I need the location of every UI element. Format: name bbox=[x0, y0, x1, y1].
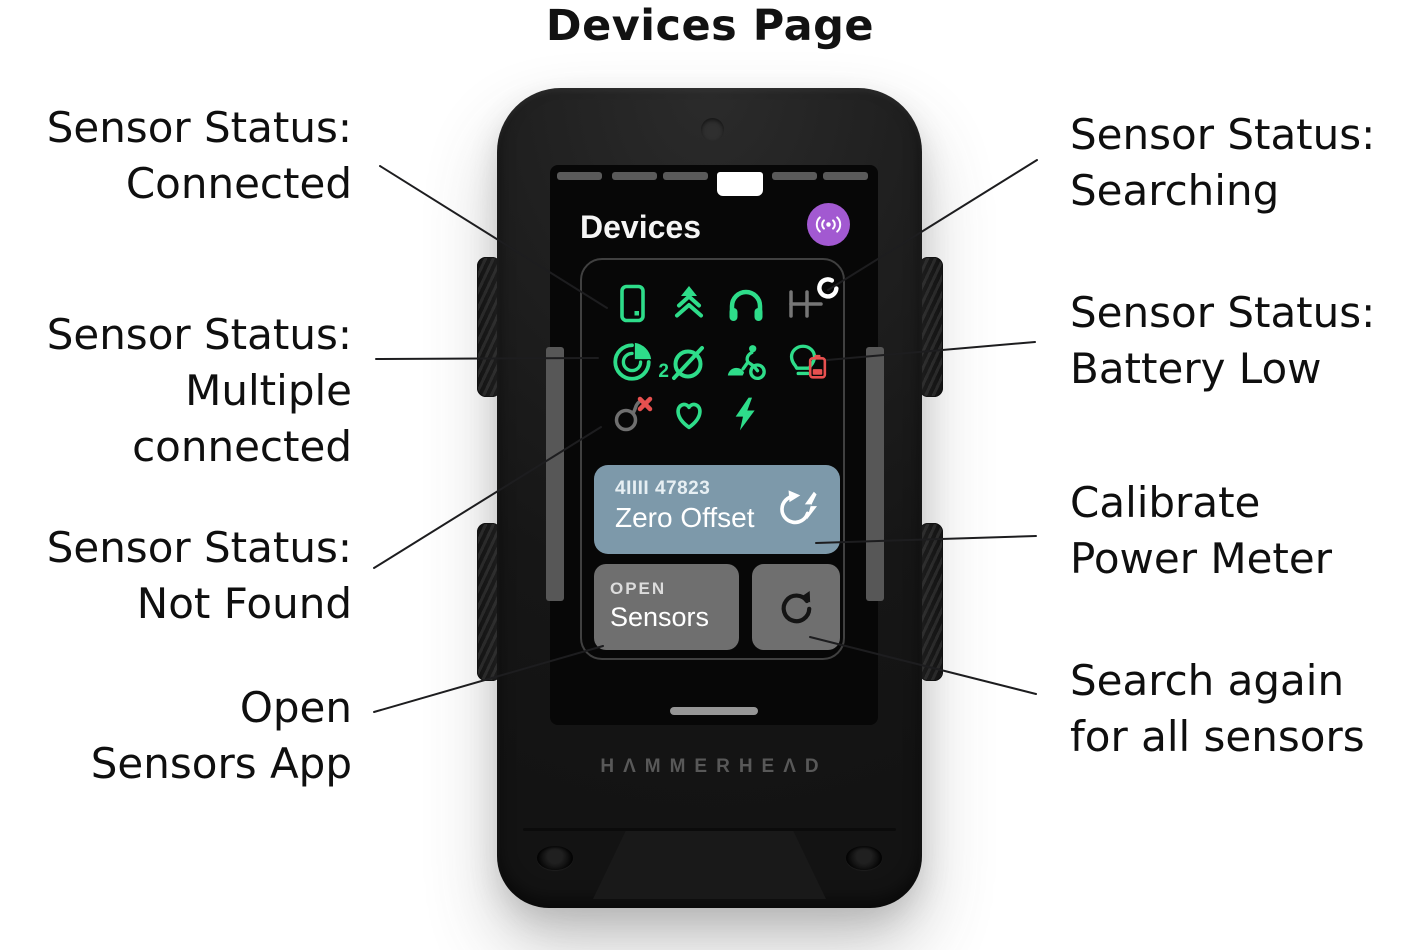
karoo-device: Devices bbox=[497, 88, 922, 908]
sensors-label: Sensors bbox=[610, 602, 710, 632]
annotation-line-text: Open bbox=[239, 683, 352, 732]
calibrate-icon bbox=[780, 490, 818, 525]
case-seam bbox=[523, 828, 896, 831]
annotation-line-text: Not Found bbox=[136, 579, 352, 628]
power-meter-count: 2 bbox=[658, 361, 669, 382]
annotation-line-text: Searching bbox=[1070, 166, 1280, 215]
radar-cyclist-icon bbox=[727, 344, 766, 380]
zero-offset-button[interactable]: 4IIII 47823 Zero Offset bbox=[594, 465, 840, 554]
search-again-button[interactable] bbox=[752, 564, 840, 650]
headphones-icon bbox=[729, 289, 763, 321]
sensor-radar[interactable] bbox=[724, 340, 768, 384]
lightning-icon bbox=[735, 397, 755, 431]
home-indicator-bar bbox=[670, 707, 758, 715]
zero-offset-label: Zero Offset bbox=[615, 502, 755, 533]
hardware-button-right-bottom bbox=[919, 523, 943, 681]
sensor-chevron-stack[interactable] bbox=[667, 282, 711, 326]
annotation-sensor-searching: Sensor Status: Searching bbox=[1070, 107, 1375, 219]
annotation-calibrate-power-meter: Calibrate Power Meter bbox=[1070, 475, 1332, 587]
chevron-stack-icon bbox=[675, 286, 703, 318]
mount-plate bbox=[593, 831, 826, 899]
phone-icon bbox=[620, 284, 645, 323]
sensor-power-meter[interactable]: 2 bbox=[610, 340, 669, 384]
power-meter-icon bbox=[613, 342, 652, 381]
annotation-line-text: for all sensors bbox=[1070, 712, 1365, 761]
heart-rate-icon bbox=[676, 402, 702, 430]
hardware-button-right-top bbox=[919, 257, 943, 397]
mount-screw-right bbox=[846, 846, 882, 870]
open-kicker: OPEN bbox=[610, 579, 667, 598]
device-screen: Devices bbox=[550, 165, 878, 725]
page-title: Devices Page bbox=[545, 1, 875, 51]
annotation-line-text: Sensor Status: bbox=[46, 523, 352, 572]
annotation-search-again: Search again for all sensors bbox=[1070, 653, 1365, 765]
side-grip-right bbox=[866, 347, 884, 601]
brand-wordmark: HΛMMERHEΛD bbox=[600, 756, 828, 777]
side-grip-left bbox=[546, 347, 564, 601]
annotation-line-text: Battery Low bbox=[1070, 344, 1322, 393]
profile-tab-active[interactable] bbox=[717, 172, 763, 196]
x-mark-icon bbox=[637, 396, 653, 412]
annotation-line-text: Multiple bbox=[185, 366, 352, 415]
sensor-shift-gate[interactable] bbox=[781, 282, 825, 326]
annotation-line-text: Search again bbox=[1070, 656, 1345, 705]
profile-tab[interactable] bbox=[772, 172, 817, 180]
cadence-icon bbox=[672, 346, 704, 380]
annotation-line-text: Sensor Status: bbox=[1070, 288, 1376, 337]
sensor-heart-rate[interactable] bbox=[667, 392, 711, 436]
annotation-sensor-multiple-connected: Sensor Status: Multiple connected bbox=[47, 307, 352, 475]
sensor-status-panel: 2 bbox=[580, 258, 845, 660]
annotation-sensor-battery-low: Sensor Status: Battery Low bbox=[1070, 285, 1375, 397]
mount-screw-left bbox=[537, 846, 573, 870]
profile-tab[interactable] bbox=[663, 172, 708, 180]
sensor-light[interactable] bbox=[781, 340, 825, 384]
annotation-line-text: Sensor Status: bbox=[46, 310, 352, 359]
sensor-lightning[interactable] bbox=[724, 392, 768, 436]
sensor-hub-button[interactable] bbox=[807, 203, 850, 246]
sensor-cadence[interactable] bbox=[667, 340, 711, 384]
searching-spinner-icon bbox=[817, 277, 839, 299]
power-meter-name: 4IIII 47823 bbox=[615, 478, 711, 499]
shift-gate-icon bbox=[789, 290, 823, 318]
profile-tab[interactable] bbox=[557, 172, 602, 180]
battery-low-icon bbox=[808, 354, 827, 379]
annotation-sensor-connected: Sensor Status: Connected bbox=[47, 100, 352, 212]
annotation-line-text: Connected bbox=[125, 159, 352, 208]
annotation-line-text: Sensor Status: bbox=[46, 103, 352, 152]
sensor-headphones[interactable] bbox=[724, 282, 768, 326]
annotation-line-text: connected bbox=[132, 422, 352, 471]
sensor-probe-icon bbox=[614, 396, 653, 432]
broadcast-icon bbox=[815, 216, 842, 233]
refresh-icon bbox=[781, 591, 812, 624]
sensor-phone[interactable] bbox=[610, 282, 654, 326]
annotation-open-sensors-app: Open Sensors App bbox=[91, 680, 352, 792]
sensor-not-found[interactable] bbox=[610, 392, 654, 436]
annotation-sensor-not-found: Sensor Status: Not Found bbox=[47, 520, 352, 632]
ambient-light-sensor-dot bbox=[701, 118, 724, 141]
annotation-line-text: Sensor Status: bbox=[1070, 110, 1376, 159]
profile-tab[interactable] bbox=[612, 172, 657, 180]
screen-title: Devices bbox=[580, 209, 701, 245]
light-icon bbox=[789, 344, 817, 376]
annotation-line-text: Power Meter bbox=[1070, 534, 1332, 583]
open-sensors-button[interactable]: OPEN Sensors bbox=[594, 564, 739, 650]
annotation-line-text: Calibrate bbox=[1070, 478, 1261, 527]
annotation-line-text: Sensors App bbox=[90, 739, 352, 788]
profile-tab[interactable] bbox=[823, 172, 868, 180]
